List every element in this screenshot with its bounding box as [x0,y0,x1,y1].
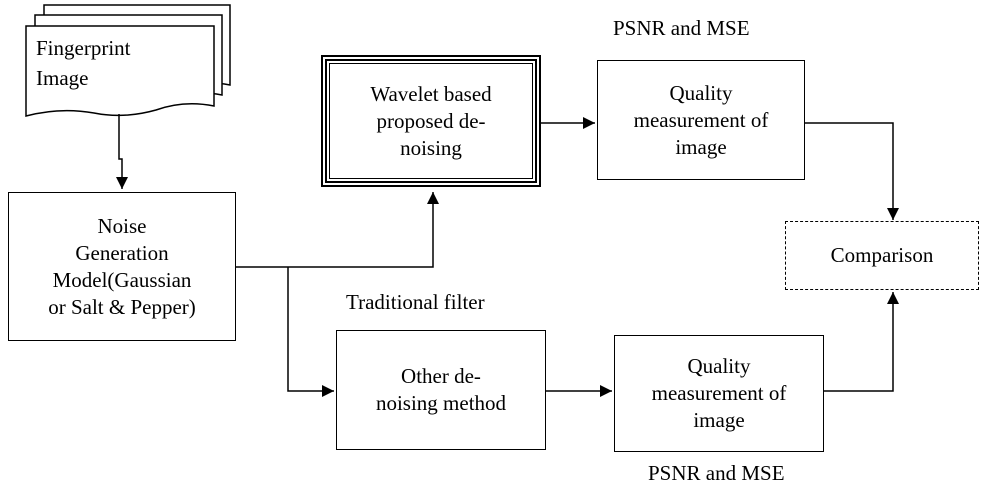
arrow-fingerprint-to-noise [116,114,128,189]
fingerprint-image-label: Fingerprint Image [36,33,131,93]
quality-measurement-box-bottom: Quality measurement of image [614,335,824,452]
noise-generation-box: Noise Generation Model(Gaussian or Salt … [8,192,236,341]
quality-top-line-2: measurement of [633,107,769,132]
fingerprint-line-1: Fingerprint [36,36,131,60]
traditional-filter-label: Traditional filter [346,290,485,314]
arrow-quality-bottom-to-comparison [824,292,899,392]
comparison-label: Comparison [830,243,934,267]
wavelet-line-1: Wavelet based [370,81,492,106]
wavelet-line-3: noising [400,135,462,160]
quality-top-line-1: Quality [669,80,733,105]
quality-bottom-line-2: measurement of [651,381,787,405]
noise-line-4: or Salt & Pepper) [48,294,196,319]
comparison-box: Comparison [785,221,979,290]
fingerprint-document-stack [25,4,231,117]
other-line-2: noising method [375,391,507,415]
noise-line-3: Model(Gaussian [52,267,192,292]
wavelet-line-2: proposed de- [376,108,486,133]
other-denoising-box: Other de- noising method [336,330,546,450]
arrow-quality-top-to-comparison [805,122,899,220]
noise-line-2: Generation [75,240,169,265]
quality-bottom-line-1: Quality [687,354,751,378]
quality-measurement-box-top: Quality measurement of image [597,60,805,180]
arrow-noise-to-other [287,267,334,397]
wavelet-denoising-box: Wavelet based proposed de- noising [321,55,541,187]
fingerprint-line-2: Image [36,66,89,90]
psnr-mse-label-bottom: PSNR and MSE [648,461,785,485]
quality-bottom-line-3: image [693,408,745,432]
noise-line-1: Noise [97,213,147,238]
psnr-mse-label-top: PSNR and MSE [613,16,750,40]
other-line-1: Other de- [401,364,481,388]
arrow-noise-to-wavelet [236,192,439,268]
quality-top-line-3: image [675,134,727,159]
